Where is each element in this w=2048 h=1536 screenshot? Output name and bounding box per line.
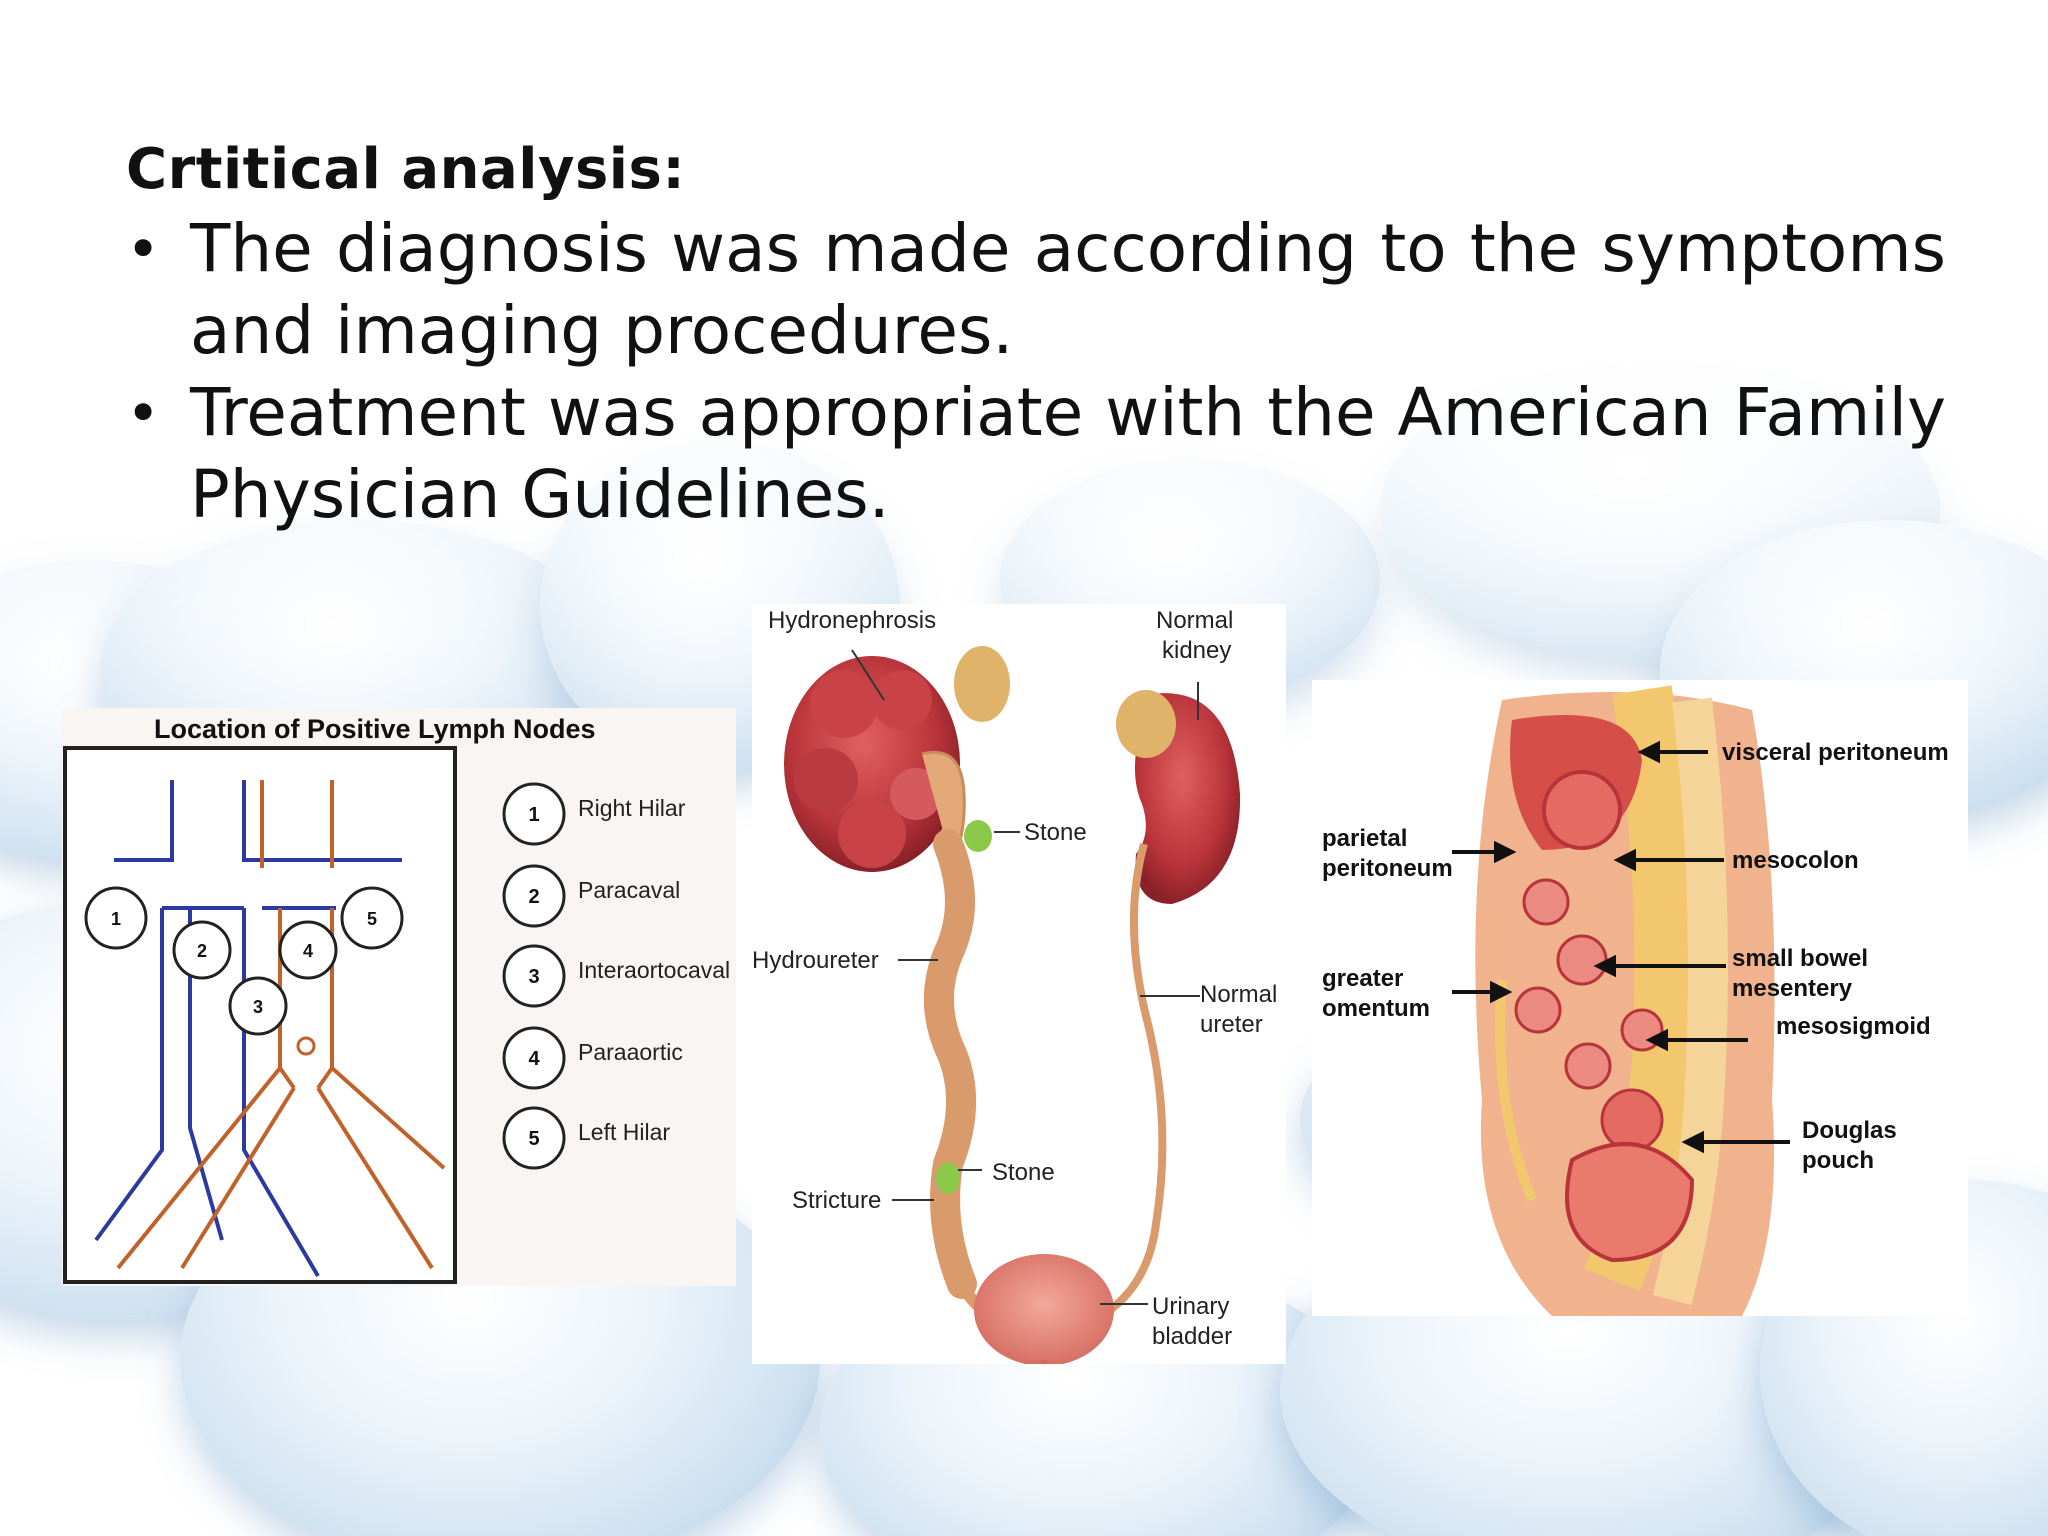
legend-number: 2 <box>528 886 539 908</box>
label-small-bowel-mesentery: mesentery <box>1732 975 1853 1002</box>
diagram-node-numbers: 1 2 3 4 5 <box>111 909 377 1017</box>
normal-ureter <box>1070 842 1167 1334</box>
label-greater-omentum: omentum <box>1322 995 1430 1022</box>
legend-label: Paracaval <box>578 877 680 903</box>
bullet-glyph: • <box>126 379 161 447</box>
label-normal-ureter: ureter <box>1200 1011 1263 1038</box>
legend-label: Left Hilar <box>578 1119 670 1145</box>
bullet-text: The diagnosis was made according to the … <box>190 210 1946 369</box>
normal-kidney <box>1116 690 1241 904</box>
label-stone-upper: Stone <box>1024 819 1087 846</box>
node-number: 2 <box>197 941 207 961</box>
label-normal-ureter: Normal <box>1200 981 1277 1008</box>
label-small-bowel-mesentery: small bowel <box>1732 945 1868 972</box>
label-douglas-pouch: Douglas <box>1802 1117 1897 1144</box>
node-number: 3 <box>253 997 263 1017</box>
kidney-labels: Hydronephrosis Normal kidney Stone Hydro… <box>752 607 1277 1350</box>
label-parietal-peritoneum: parietal <box>1322 825 1407 852</box>
legend-label: Interaortocaval <box>578 957 730 983</box>
label-mesocolon: mesocolon <box>1732 847 1859 874</box>
lymph-node-figure: Location of Positive Lymph Nodes <box>62 708 736 1286</box>
hydroureter <box>923 829 977 1299</box>
vessel-origin-marker <box>296 1036 316 1056</box>
node-number: 4 <box>303 941 313 961</box>
label-urinary-bladder: bladder <box>1152 1323 1232 1350</box>
bullet-item: • Treatment was appropriate with the Ame… <box>126 372 1946 536</box>
lymph-legend: 1 2 3 4 5 Right Hilar Paracaval Interaor… <box>502 782 730 1170</box>
label-normal-kidney: Normal <box>1156 607 1233 634</box>
label-mesosigmoid: mesosigmoid <box>1776 1013 1931 1040</box>
slide-text: Crtitical analysis: • The diagnosis was … <box>126 132 1946 536</box>
stone-lower <box>936 1162 960 1194</box>
legend-number: 5 <box>528 1128 539 1150</box>
label-hydronephrosis: Hydronephrosis <box>768 607 936 634</box>
bullet-list: • The diagnosis was made according to th… <box>126 208 1946 536</box>
legend-number: 3 <box>528 966 539 988</box>
label-normal-kidney: kidney <box>1162 637 1231 664</box>
label-hydroureter: Hydroureter <box>752 947 879 974</box>
hydronephrosis-figure: Hydronephrosis Normal kidney Stone Hydro… <box>752 604 1286 1364</box>
label-parietal-peritoneum: peritoneum <box>1322 855 1453 882</box>
sagittal-body-section <box>1475 685 1775 1316</box>
label-greater-omentum: greater <box>1322 965 1403 992</box>
label-stone-lower: Stone <box>992 1159 1055 1186</box>
legend-number: 1 <box>528 804 539 826</box>
bullet-text: Treatment was appropriate with the Ameri… <box>190 374 1946 533</box>
node-number: 5 <box>367 909 377 929</box>
legend-number: 4 <box>528 1048 540 1070</box>
node-number: 1 <box>111 909 121 929</box>
leader-lines <box>851 649 1200 1305</box>
bullet-glyph: • <box>126 215 161 283</box>
stone-upper <box>964 820 992 852</box>
diagram-node-circles <box>84 886 404 1036</box>
annotation-arrows <box>1452 740 1790 1154</box>
legend-label: Paraaortic <box>578 1039 683 1065</box>
label-douglas-pouch: pouch <box>1802 1147 1874 1174</box>
urinary-bladder <box>974 1254 1114 1364</box>
lymph-figure-title: Location of Positive Lymph Nodes <box>154 714 596 744</box>
bullet-item: • The diagnosis was made according to th… <box>126 208 1946 372</box>
peritoneum-figure: visceral peritoneum parietal peritoneum … <box>1312 680 1968 1316</box>
label-urinary-bladder: Urinary <box>1152 1293 1229 1320</box>
hydronephrotic-kidney <box>784 646 1010 872</box>
legend-label: Right Hilar <box>578 795 686 821</box>
label-stricture: Stricture <box>792 1187 881 1214</box>
peritoneum-labels: visceral peritoneum parietal peritoneum … <box>1322 739 1949 1174</box>
label-visceral-peritoneum: visceral peritoneum <box>1722 739 1949 766</box>
slide-heading: Crtitical analysis: <box>126 137 686 202</box>
